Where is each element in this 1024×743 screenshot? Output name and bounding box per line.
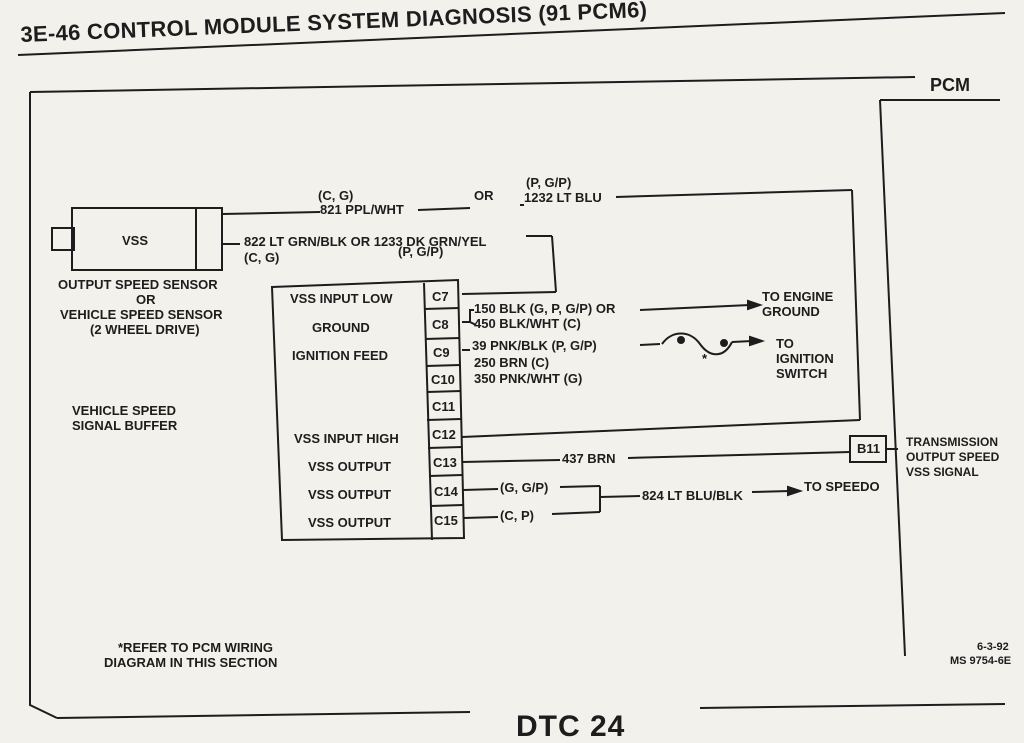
row-label-ground: GROUND xyxy=(312,320,370,335)
pin-c15: C15 xyxy=(434,513,458,528)
ground-dest-line2: GROUND xyxy=(762,304,820,319)
pcm-pin-label-line3: VSS SIGNAL xyxy=(906,465,979,479)
header-rule xyxy=(17,12,1006,56)
pin-c10: C10 xyxy=(431,372,455,387)
row-label-ignition-feed: IGNITION FEED xyxy=(292,348,389,363)
speedo-wire-label: 824 LT BLU/BLK xyxy=(642,488,743,503)
sensor-caption-line3: VEHICLE SPEED SENSOR xyxy=(60,307,223,322)
row-label-vss-input-low: VSS INPUT LOW xyxy=(290,291,393,306)
doc-ref-number: MS 9754-6E xyxy=(950,655,1012,667)
dtc-title: DTC 24 xyxy=(516,710,626,743)
sensor-caption-line2: OR xyxy=(136,292,156,307)
ign-dest-line2: IGNITION xyxy=(776,351,834,366)
row-label-vss-output-3: VSS OUTPUT xyxy=(308,515,392,530)
top-wire-codes-right: (P, G/P) xyxy=(526,175,572,190)
ign-dest-line1: TO xyxy=(776,336,794,351)
ground-dest-line1: TO ENGINE xyxy=(762,289,834,304)
pcm-pin-label-line2: OUTPUT SPEED xyxy=(906,450,1000,464)
sensor-caption-line1: OUTPUT SPEED SENSOR xyxy=(58,277,218,292)
ground-wire-line1: 150 BLK (G, P, G/P) OR xyxy=(474,301,616,316)
speedo-codes-1: (G, G/P) xyxy=(500,480,549,495)
pin-c13: C13 xyxy=(433,455,457,470)
footnote-line1: *REFER TO PCM WIRING xyxy=(118,640,274,655)
pin-c14: C14 xyxy=(434,484,458,499)
ign-dest-line3: SWITCH xyxy=(776,366,828,381)
ground-wire-line2: 450 BLK/WHT (C) xyxy=(474,316,581,331)
vss-sensor-cap xyxy=(51,227,75,251)
speedo-dest: TO SPEEDO xyxy=(804,479,880,494)
pcm-pin-b11: B11 xyxy=(857,441,881,456)
out-wire-label: 437 BRN xyxy=(562,451,616,466)
wire-speedo-c14 xyxy=(462,488,499,491)
buffer-label-line2: SIGNAL BUFFER xyxy=(72,418,178,433)
doc-ref-date: 6-3-92 xyxy=(977,641,1009,653)
buffer-connector-body xyxy=(270,278,466,542)
buffer-label-line1: VEHICLE SPEED xyxy=(72,403,177,418)
ign-wire-line2: 250 BRN (C) xyxy=(474,355,550,370)
speedo-codes-2: (C, P) xyxy=(500,508,534,523)
top-wire-label-left: 821 PPL/WHT xyxy=(320,202,404,217)
pin-c8: C8 xyxy=(432,317,449,332)
wire-speedo-c15 xyxy=(463,516,499,519)
pin-c9: C9 xyxy=(433,345,450,360)
ign-wire-line1: 39 PNK/BLK (P, G/P) xyxy=(472,338,597,353)
sensor-caption-line4: (2 WHEEL DRIVE) xyxy=(90,322,200,337)
wire-821-1232 xyxy=(221,211,321,215)
vss-sensor-label: VSS xyxy=(122,233,149,248)
row-label-vss-output-1: VSS OUTPUT xyxy=(308,459,392,474)
pcm-pin-label-line1: TRANSMISSION xyxy=(906,435,999,449)
wire-ground xyxy=(462,309,474,323)
ign-wire-line3: 350 PNK/WHT (G) xyxy=(474,371,583,386)
footnote-line2: DIAGRAM IN THIS SECTION xyxy=(104,655,278,670)
top-wire-codes-left: (C, G) xyxy=(318,188,354,203)
second-wire-codes-left: (C, G) xyxy=(244,250,280,265)
wire-437 xyxy=(461,459,561,463)
diagram-frame xyxy=(29,92,58,719)
pin-c12: C12 xyxy=(432,427,456,442)
top-wire-or: OR xyxy=(474,188,494,203)
pin-c11: C11 xyxy=(432,399,456,414)
vss-sensor-body xyxy=(71,207,223,271)
top-wire-label-right: 1232 LT BLU xyxy=(524,190,602,205)
pcm-label: PCM xyxy=(930,75,970,95)
row-label-vss-output-2: VSS OUTPUT xyxy=(308,487,392,502)
row-label-vss-input-high: VSS INPUT HIGH xyxy=(294,431,399,446)
pcm-box-left xyxy=(879,99,906,657)
fuse-mark: * xyxy=(702,351,708,366)
second-wire-codes-right: (P, G/P) xyxy=(398,244,444,259)
second-wire-label: 822 LT GRN/BLK OR 1233 DK GRN/YEL xyxy=(244,234,487,249)
pin-c7: C7 xyxy=(432,289,449,304)
